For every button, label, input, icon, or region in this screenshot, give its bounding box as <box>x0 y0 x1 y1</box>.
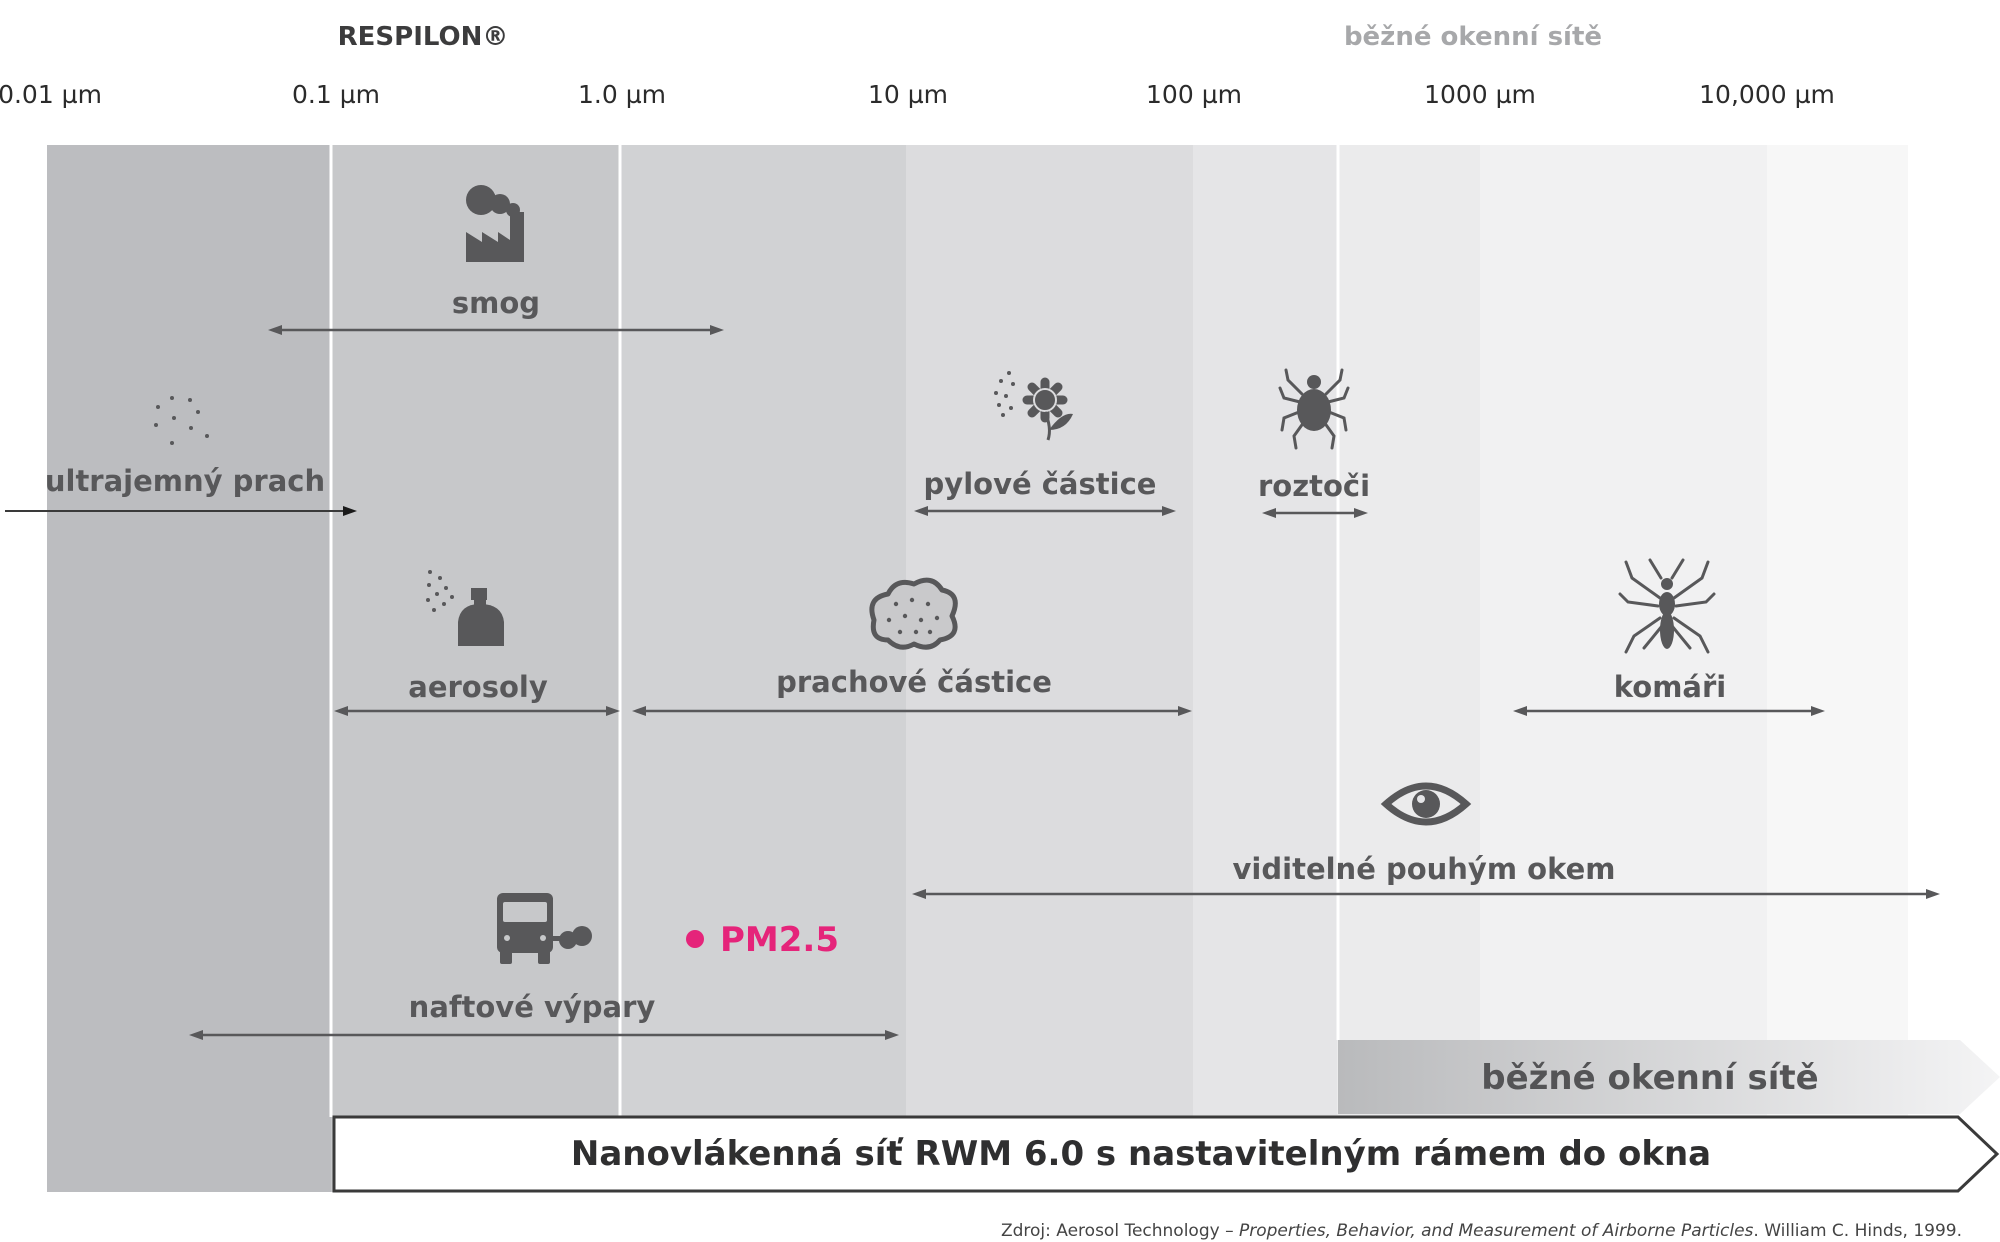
nanofiber-arrow-label: Nanovlákenná síť RWM 6.0 s nastavitelným… <box>571 1134 1711 1174</box>
mites-range-arrow <box>1262 508 1368 518</box>
common-nets-arrow: běžné okenní sítě <box>1338 1040 2000 1114</box>
mosquito-icon <box>1618 558 1716 654</box>
common-nets-arrow-label: běžné okenní sítě <box>1481 1058 1819 1098</box>
band-5 <box>1337 145 1480 1192</box>
tick-label: 1000 µm <box>1424 80 1536 109</box>
spray-can-icon <box>426 570 504 646</box>
band-3 <box>906 145 1193 1192</box>
truck-exhaust-icon <box>497 893 592 964</box>
dust-cloud-icon <box>869 577 958 650</box>
visible-range-arrow <box>912 889 1940 899</box>
source-citation: Zdroj: Aerosol Technology – Properties, … <box>1001 1221 1962 1241</box>
tick-label: 10,000 µm <box>1699 80 1835 109</box>
tick-label: 0.01 µm <box>0 80 102 109</box>
tick-label: 10 µm <box>868 80 948 109</box>
mosquitoes-label: komáři <box>1614 670 1726 704</box>
nanofiber-arrow: Nanovlákenná síť RWM 6.0 s nastavitelným… <box>332 1115 2000 1193</box>
smog-range-arrow <box>268 325 724 335</box>
mites-label: roztoči <box>1258 469 1370 503</box>
pollen-label: pylové částice <box>924 467 1157 501</box>
source-suffix: . William C. Hinds, 1999. <box>1753 1221 1962 1241</box>
ultrafine-range-arrow <box>5 506 357 516</box>
aerosols-range-arrow <box>334 706 620 716</box>
aerosols-label: aerosoly <box>408 670 548 704</box>
header-respilon: RESPILON® <box>338 22 509 52</box>
diesel-range-arrow <box>189 1030 899 1040</box>
ultrafine-label: ultrajemný prach <box>45 464 325 498</box>
band-2 <box>621 145 906 1192</box>
mosquitoes-range-arrow <box>1513 706 1825 716</box>
particle-labels: smog ultrajemný prach pylové částice roz… <box>45 286 1726 1024</box>
pm25-dot <box>686 930 704 948</box>
background-bands <box>47 145 1908 1192</box>
dust-dots-icon <box>154 396 209 445</box>
range-arrows <box>5 325 1940 1040</box>
dust-label: prachové částice <box>776 665 1052 699</box>
scale-ticks: 0.01 µm 0.1 µm 1.0 µm 10 µm 100 µm 1000 … <box>0 80 1835 109</box>
band-7 <box>1767 145 1908 1192</box>
smog-label: smog <box>452 286 540 320</box>
visible-label: viditelné pouhým okem <box>1233 852 1616 886</box>
tick-label: 100 µm <box>1146 80 1242 109</box>
pollen-range-arrow <box>914 506 1176 516</box>
divider-lines <box>329 145 1340 1117</box>
band-6 <box>1480 145 1767 1192</box>
band-0 <box>47 145 331 1192</box>
source-prefix: Zdroj: Aerosol Technology – <box>1001 1221 1239 1241</box>
tick-label: 0.1 µm <box>292 80 380 109</box>
dust-range-arrow <box>632 706 1192 716</box>
flower-icon <box>994 371 1073 441</box>
pm25-label: PM2.5 <box>720 920 839 960</box>
header-common-nets: běžné okenní sítě <box>1344 22 1602 52</box>
factory-icon <box>466 185 524 262</box>
band-1 <box>331 145 621 1192</box>
eye-icon <box>1380 782 1472 826</box>
pm25-marker: PM2.5 <box>686 920 839 960</box>
band-4 <box>1193 145 1337 1192</box>
diesel-label: naftové výpary <box>409 990 656 1024</box>
tick-label: 1.0 µm <box>578 80 666 109</box>
mite-icon <box>1278 368 1350 450</box>
source-title: Properties, Behavior, and Measurement of… <box>1239 1221 1754 1241</box>
